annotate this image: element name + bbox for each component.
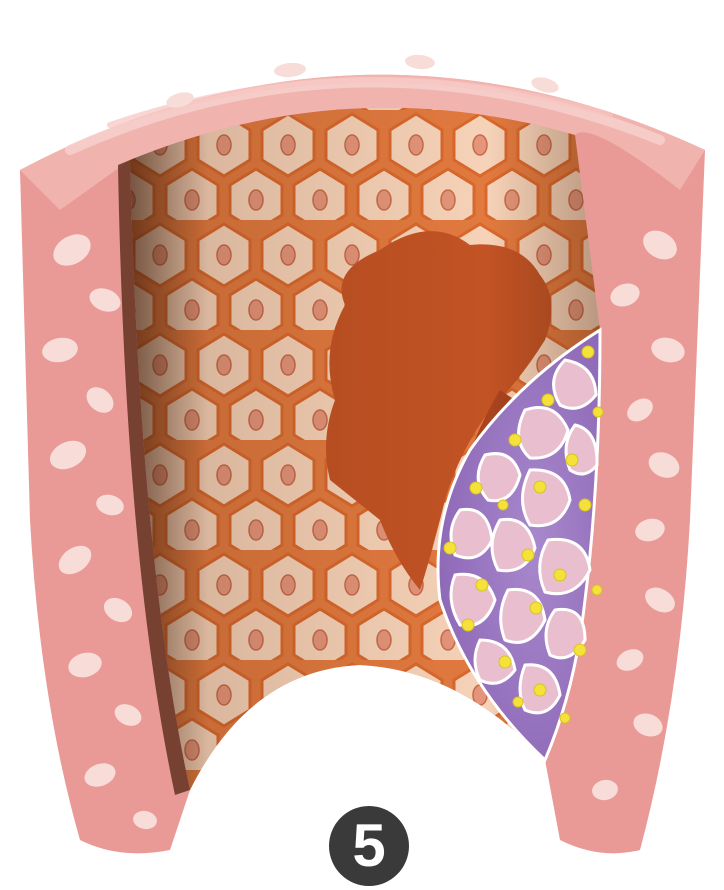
- step-number: 5: [352, 816, 385, 876]
- step-number-badge: 5: [329, 806, 409, 886]
